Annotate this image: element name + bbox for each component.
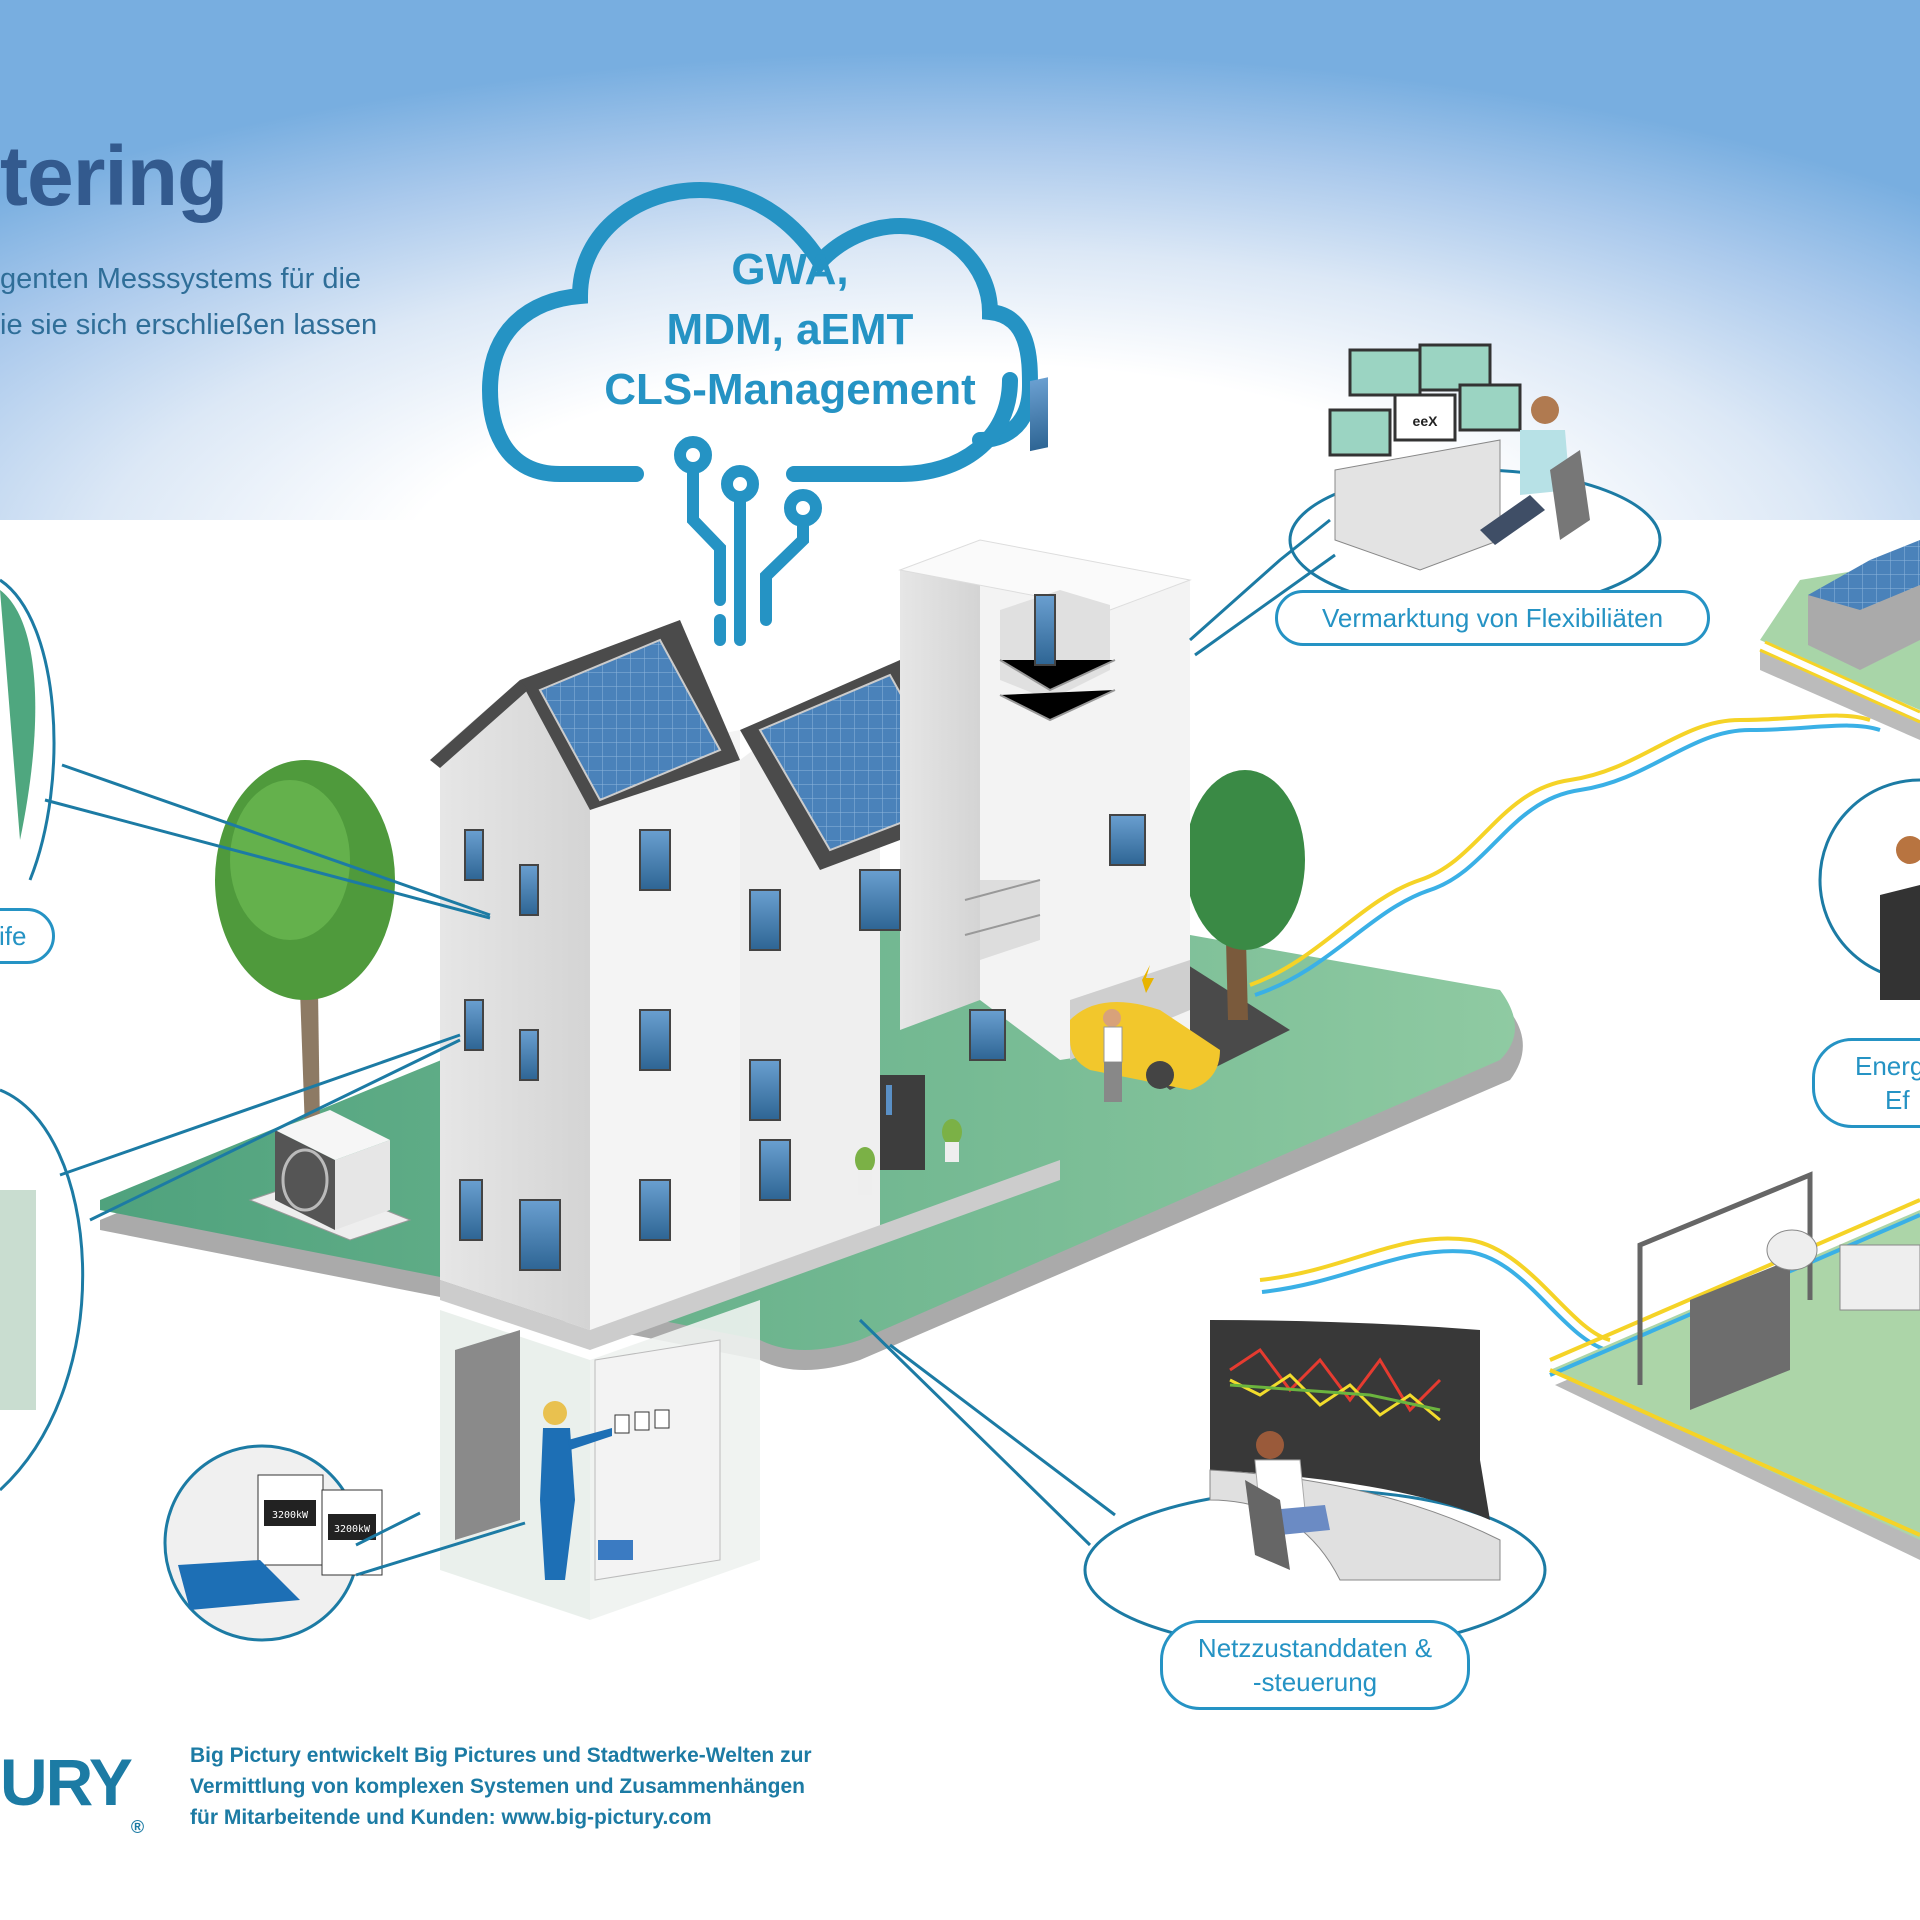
cloud-line: MDM, aEMT	[666, 305, 914, 354]
desk-icon	[1334, 439, 1501, 571]
chart-line-yellow	[1229, 1373, 1441, 1422]
monitor-icon	[1418, 343, 1492, 392]
tree-icon	[215, 760, 395, 1130]
windows	[459, 594, 1146, 1271]
chart-line-green	[1229, 1383, 1441, 1412]
basement-cutaway	[440, 1300, 760, 1620]
smart-meter-icon	[634, 1411, 650, 1431]
callout-label-grid[interactable]: Netzzustanddaten & -steuerung	[1160, 1620, 1470, 1710]
solar-factory-icon	[1759, 540, 1920, 740]
house-building	[430, 377, 1192, 1350]
monitor-icon	[1458, 383, 1522, 432]
circuit-connector-icon	[674, 436, 822, 646]
technician-icon	[540, 1401, 612, 1580]
callout-tariffs-bubble	[0, 578, 491, 920]
smart-meter-icon	[654, 1409, 670, 1429]
callout-grid-bubble	[858, 1318, 1547, 1652]
chair-icon	[1550, 450, 1590, 540]
chair-icon	[1880, 885, 1920, 1000]
meter-cabinet	[594, 1339, 721, 1581]
solar-panel-icon	[538, 638, 722, 802]
meter-reading: 3200kW	[334, 1524, 371, 1535]
callout-flex-bubble: eeX	[1189, 343, 1662, 657]
callout-label-tariffs[interactable]: ife	[0, 908, 55, 964]
cloud-line: CLS-Management	[604, 365, 976, 414]
monitor-icon	[1393, 393, 1457, 442]
footer-description: Big Pictury entwickelt Big Pictures und …	[190, 1744, 812, 1829]
subtitle-line: genten Messsystems für die	[0, 263, 362, 295]
plant-pot-icon	[855, 1119, 962, 1195]
cloud-label: GWA, MDM, aEMT CLS-Management	[520, 240, 1060, 420]
cloud-line: GWA,	[731, 245, 849, 294]
page-title: tering	[0, 129, 228, 223]
lightning-icon	[1142, 965, 1154, 993]
meter-reading: 3200kW	[272, 1510, 309, 1521]
power-lines	[1249, 713, 1881, 1354]
eex-logo: eeX	[1413, 413, 1439, 429]
subtitle-line: ie sie sich erschließen lassen	[0, 309, 378, 341]
cloud-icon	[481, 181, 1039, 482]
substation-icon	[1549, 1171, 1920, 1560]
garage	[1070, 960, 1220, 1102]
callout-label-flex[interactable]: Vermarktung von Flexibiliäten	[1275, 590, 1710, 646]
heat-pump-icon	[248, 1110, 412, 1241]
sky-background	[0, 0, 1920, 520]
smart-meter-icon	[614, 1414, 630, 1434]
monitor-icon	[1328, 408, 1392, 457]
front-door	[880, 1075, 925, 1170]
balcony-railing	[999, 659, 1116, 722]
callout-home-bubble	[0, 1033, 461, 1492]
chair-icon	[1245, 1480, 1290, 1570]
callout-energy-bubble	[1818, 778, 1920, 1000]
person-icon	[1103, 1009, 1123, 1102]
monitor-icon	[1348, 348, 1422, 397]
person-icon	[0, 1190, 36, 1410]
brand-logo: URY®	[0, 1745, 145, 1837]
toolbox-icon	[598, 1540, 633, 1560]
tree-icon	[1185, 770, 1305, 1020]
page-subtitle: genten Messsystems für die ie sie sich e…	[0, 256, 377, 348]
callout-meter-bubble: 3200kW 3200kW	[163, 1444, 526, 1642]
callout-label-energy[interactable]: Energ Ef	[1812, 1038, 1920, 1128]
